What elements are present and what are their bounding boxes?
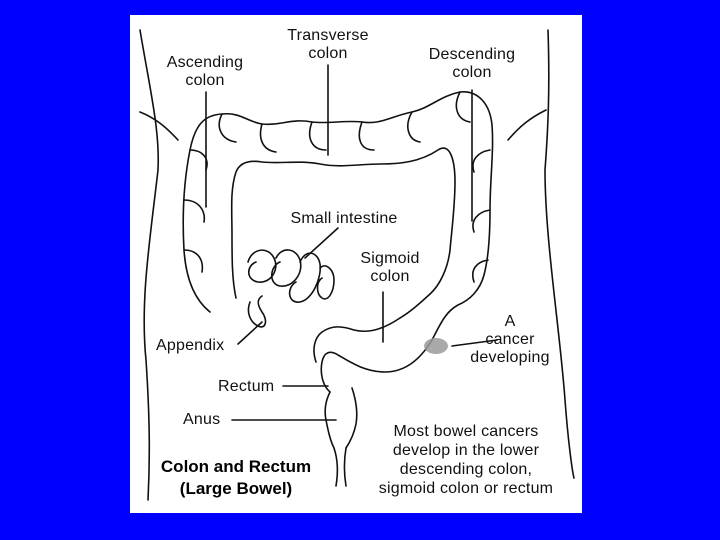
rectum-outline [325,388,357,448]
label-appendix: Appendix [156,337,224,355]
colon-inner-contour [232,148,455,318]
leader-appendix [238,322,262,344]
note-line2: develop in the lower [360,441,572,460]
sigmoid-outer [321,340,432,392]
title-line2: (Large Bowel) [136,478,336,500]
label-sigmoid-line2: colon [350,268,430,286]
label-descending-line2: colon [414,64,530,82]
note-line1: Most bowel cancers [360,422,572,441]
note-line4: sigmoid colon or rectum [360,479,572,498]
colon-haustra [184,92,490,282]
label-cancer-line1: A [462,313,558,331]
label-ascending-line2: colon [150,72,260,90]
label-sigmoid-colon: Sigmoid colon [350,250,430,286]
label-cancer-line3: developing [462,349,558,367]
label-cancer-developing: A cancer developing [462,313,558,367]
leader-small-intestine [305,228,338,258]
body-outline-left [140,30,158,500]
appendix-shape [248,296,265,327]
body-waist-right [508,110,546,140]
label-small-intestine: Small intestine [278,210,410,228]
note-line3: descending colon, [360,460,572,479]
label-descending-line1: Descending [414,46,530,64]
label-rectum: Rectum [218,378,274,396]
label-descending-colon: Descending colon [414,46,530,82]
label-ascending-line1: Ascending [150,54,260,72]
bowel-cancer-note: Most bowel cancers develop in the lower … [360,422,572,498]
diagram-title: Colon and Rectum (Large Bowel) [136,456,336,500]
label-cancer-line2: cancer [462,331,558,349]
small-intestine-coils [248,250,334,302]
label-transverse-colon: Transverse colon [270,27,386,63]
label-transverse-line2: colon [270,45,386,63]
body-waist-left [140,112,178,140]
body-outline-right [545,30,574,478]
sigmoid-inner [314,318,400,362]
label-transverse-line1: Transverse [270,27,386,45]
label-anus: Anus [183,411,220,429]
label-ascending-colon: Ascending colon [150,54,260,90]
title-line1: Colon and Rectum [136,456,336,478]
label-sigmoid-line1: Sigmoid [350,250,430,268]
cancer-tumor [424,338,448,354]
